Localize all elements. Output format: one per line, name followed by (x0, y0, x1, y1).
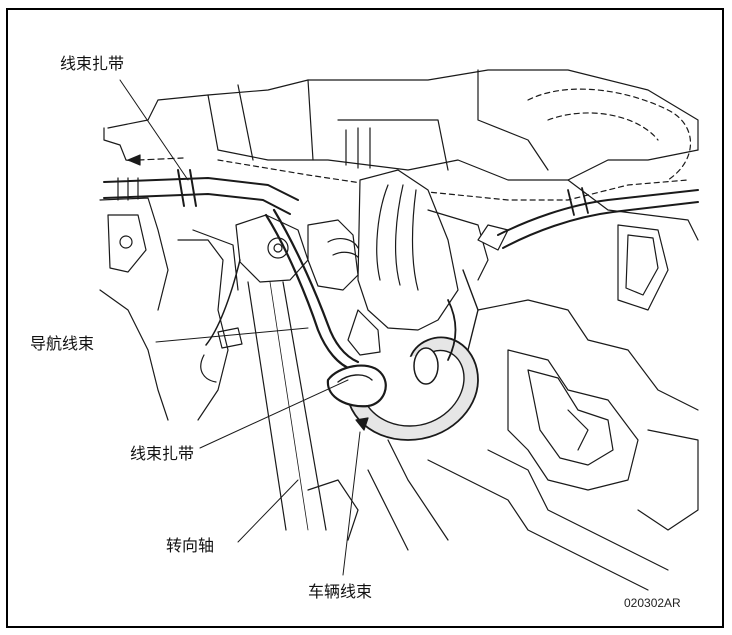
label-navigation-harness: 导航线束 (30, 334, 95, 353)
steering-shaft (235, 214, 327, 531)
leader-steering-shaft (237, 479, 299, 543)
leader-lines (119, 79, 361, 576)
label-vehicle-harness: 车辆线束 (308, 582, 373, 601)
leader-harness-clamp-top (119, 79, 189, 181)
lower-structure (307, 299, 699, 591)
leader-vehicle-harness (342, 431, 361, 576)
leader-navigation-harness (155, 327, 309, 343)
label-steering-shaft: 转向轴 (166, 536, 215, 555)
leader-harness-clamp-mid (199, 379, 349, 449)
figure-frame: 线束扎带 导航线束 线束扎带 转向轴 车辆线束 020302AR (6, 8, 724, 628)
connector-block (307, 169, 489, 356)
vehicle-harness-loop (326, 187, 699, 441)
dashboard-outline (107, 69, 699, 311)
left-bracket (99, 127, 239, 421)
figure-code: 020302AR (624, 596, 681, 610)
navigation-harness (200, 208, 360, 383)
harness-illustration (99, 69, 699, 591)
top-harness (103, 154, 299, 215)
label-harness-clamp-mid: 线束扎带 (130, 444, 195, 463)
label-harness-clamp-top: 线束扎带 (60, 54, 125, 73)
